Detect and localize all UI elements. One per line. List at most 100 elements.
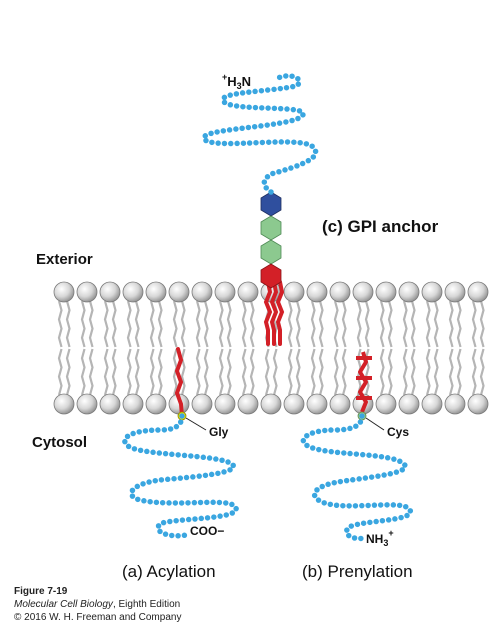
myristoyl-chain [174,347,184,418]
lipid-tail [456,348,462,396]
lipid-tail [318,348,324,396]
lipid-head [214,281,236,303]
lipid-head [306,393,328,415]
lipid-tail [195,300,201,348]
lipid-tail [341,348,347,396]
lipid-tail [65,348,71,396]
gpi-lipid-chain [275,280,285,346]
lipid-tail [425,348,431,396]
lipid-head [145,393,167,415]
lipid-tail [241,348,247,396]
lipid-head [191,393,213,415]
lipid-tail [310,348,316,396]
lipid-tail [333,300,339,348]
prenylation-protein-chain [300,413,413,542]
copyright-line: © 2016 W. H. Freeman and Company [14,612,182,623]
book-edition: , Eighth Edition [112,599,181,610]
lipid-tail [203,348,209,396]
cys-label: Cys [387,425,409,439]
lipid-tail [410,300,416,348]
cys-leader-line [365,417,385,431]
phosphoinositol-hexagon-red [260,263,282,289]
lipid-tail [410,348,416,396]
lipid-tail [356,300,362,348]
gpi-anchor-label: (c) GPI anchor [322,217,439,236]
lipid-head [329,281,351,303]
lipid-tail [218,348,224,396]
lipid-tail [387,300,393,348]
glycan-hexagon-green [260,239,282,265]
gly-leader-line [185,417,207,431]
lipid-head [53,281,75,303]
lipid-tail [310,300,316,348]
lipid-tail [218,300,224,348]
lipid-tail [264,348,270,396]
exterior-label: Exterior [36,251,93,268]
lipid-tail [456,300,462,348]
book-title: Molecular Cell Biology [14,599,113,610]
lipid-head [145,281,167,303]
cytosol-label: Cytosol [32,434,87,451]
lipid-head [76,393,98,415]
lipid-tail [80,348,86,396]
lipid-head [444,281,466,303]
lipid-head [76,281,98,303]
lipid-head [375,281,397,303]
lipid-tails [57,300,485,396]
lipid-head [122,393,144,415]
lipid-tail [433,348,439,396]
lipid-tail [433,300,439,348]
lipid-head [467,393,489,415]
lipid-tail [479,300,485,348]
lipid-tail [479,348,485,396]
lipid-tail [126,348,132,396]
lipid-head [237,393,259,415]
source-line: Molecular Cell Biology, Eighth Edition [14,598,181,611]
prenylation-label: (b) Prenylation [302,562,413,581]
lipid-tail [111,300,117,348]
lipid-tail [295,348,301,396]
figure-number: Figure 7-19 [14,586,68,597]
lipid-head [214,393,236,415]
lipid-tail [57,348,63,396]
glycan-hexagon-blue [260,191,282,217]
lipid-tail [448,348,454,396]
lipid-tail [364,348,370,396]
lipid-tail [379,300,385,348]
lipid-tail [180,300,186,348]
lipid-tail [88,300,94,348]
lipid-head [352,281,374,303]
lipid-tail [180,348,186,396]
lipid-head [191,281,213,303]
lipid-tail [149,348,155,396]
lipid-tail [471,348,477,396]
gpi-lipid-chain [269,280,279,346]
lipid-tail [287,348,293,396]
lipid-head [168,281,190,303]
lipid-tail [241,300,247,348]
lipid-tail [387,348,393,396]
lipid-head [53,393,75,415]
lipid-tail [134,300,140,348]
lipid-tail [249,348,255,396]
lipid-tail [111,348,117,396]
lipid-head [375,393,397,415]
prenyl-chain [358,351,368,413]
lipid-tail [134,348,140,396]
lipid-head [122,281,144,303]
acylation-protein-chain [122,413,239,539]
lipid-tail [295,300,301,348]
glycan-hexagon-green [260,215,282,241]
lipid-tail [203,300,209,348]
lipid-tail [226,300,232,348]
lipid-tail [195,348,201,396]
lipid-tail [57,300,63,348]
lipid-head [329,393,351,415]
lipid-tail [149,300,155,348]
lipid-tail [364,300,370,348]
lipid-tail [157,300,163,348]
lipid-head [283,281,305,303]
lipid-tail [103,348,109,396]
lipid-head [283,393,305,415]
